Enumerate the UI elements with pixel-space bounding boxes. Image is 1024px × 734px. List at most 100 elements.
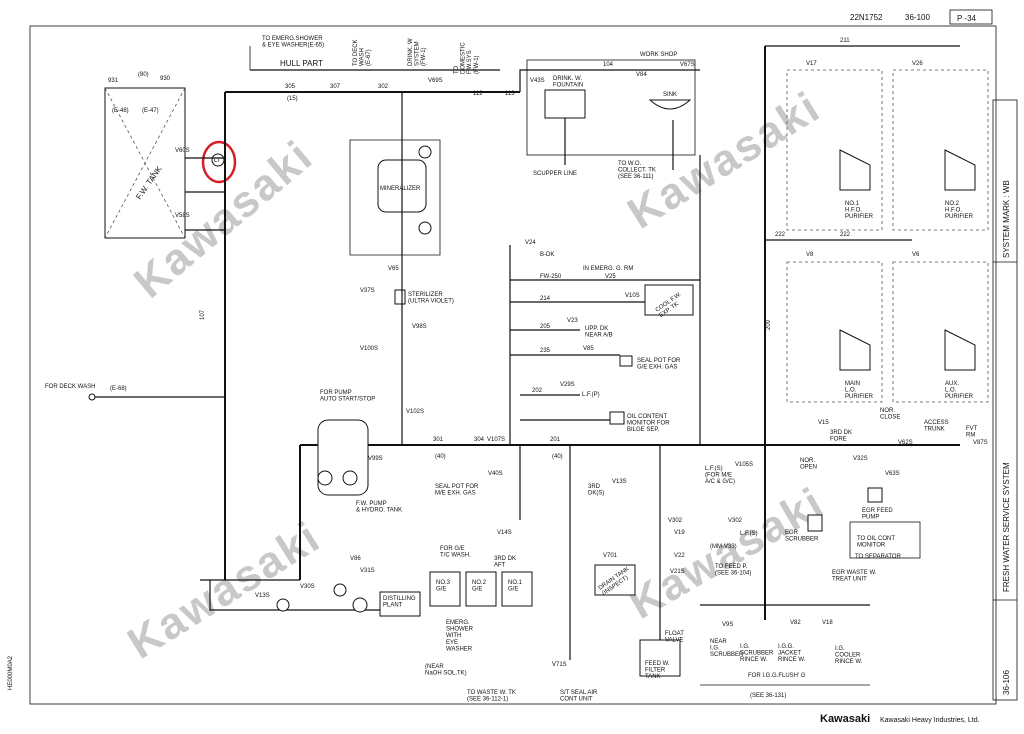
svg-text:211: 211 bbox=[840, 38, 850, 44]
svg-text:209: 209 bbox=[766, 319, 772, 330]
svg-text:TO FEED P.(SEE 36-104): TO FEED P.(SEE 36-104) bbox=[715, 564, 751, 577]
highlight-circle bbox=[201, 140, 237, 184]
svg-text:V100S: V100S bbox=[360, 346, 378, 352]
svg-text:104: 104 bbox=[603, 62, 614, 68]
svg-text:930: 930 bbox=[160, 76, 171, 82]
svg-text:V6: V6 bbox=[912, 252, 920, 258]
svg-text:V30S: V30S bbox=[300, 584, 315, 590]
system-name: FRESH WATER SERVICE SYSTEM bbox=[1002, 462, 1011, 592]
note-emerg-shower: TO EMERG.SHOWER& EYE WASHER(E-65) bbox=[262, 36, 324, 49]
svg-text:V32S: V32S bbox=[853, 456, 868, 462]
svg-text:(40): (40) bbox=[552, 454, 563, 460]
svg-text:V60S: V60S bbox=[175, 148, 190, 154]
note-to-deck: TO DECKWASH(E-67) bbox=[353, 39, 372, 66]
fw-pump-1 bbox=[317, 470, 333, 486]
drain-tank bbox=[594, 564, 636, 596]
note-domestic: TODOMESTICF.W.SYS(FW-1) bbox=[454, 42, 480, 74]
svg-text:V17: V17 bbox=[806, 61, 817, 67]
svg-text:V107S: V107S bbox=[487, 437, 505, 443]
purifier-aux-lo-area bbox=[892, 261, 989, 403]
svg-text:V22: V22 bbox=[674, 553, 685, 559]
svg-text:V86: V86 bbox=[350, 556, 361, 562]
svg-text:FW-250: FW-250 bbox=[540, 274, 562, 280]
ge-no3 bbox=[429, 571, 461, 607]
svg-text:F.W. PUMP& HYDRO. TANK: F.W. PUMP& HYDRO. TANK bbox=[356, 501, 402, 514]
svg-text:201: 201 bbox=[550, 437, 561, 443]
svg-text:NO.2G/E: NO.2G/E bbox=[472, 580, 487, 593]
svg-text:V25: V25 bbox=[605, 274, 616, 280]
system-mark: SYSTEM MARK : WB bbox=[1002, 180, 1011, 258]
svg-text:222: 222 bbox=[840, 232, 851, 238]
svg-text:(E-48): (E-48) bbox=[112, 108, 129, 114]
svg-text:202: 202 bbox=[532, 388, 543, 394]
svg-text:(15): (15) bbox=[287, 96, 298, 102]
svg-text:V67S: V67S bbox=[680, 62, 695, 68]
svg-text:MINERALIZER: MINERALIZER bbox=[380, 186, 421, 192]
svg-text:113: 113 bbox=[505, 91, 515, 97]
svg-text:214: 214 bbox=[540, 296, 551, 302]
svg-text:V9S: V9S bbox=[722, 622, 733, 628]
svg-text:(40): (40) bbox=[435, 454, 446, 460]
svg-text:V71S: V71S bbox=[552, 662, 567, 668]
svg-text:107: 107 bbox=[200, 309, 206, 320]
svg-text:304: 304 bbox=[474, 437, 485, 443]
svg-text:V58S: V58S bbox=[175, 213, 190, 219]
sterilizer bbox=[394, 289, 406, 305]
side-title-strip bbox=[992, 99, 1018, 701]
sink bbox=[648, 99, 692, 110]
sheet-border bbox=[29, 25, 997, 705]
svg-text:V99S: V99S bbox=[368, 456, 383, 462]
page-number: P -34 bbox=[957, 14, 977, 23]
svg-text:LI: LI bbox=[214, 158, 219, 164]
svg-text:V302: V302 bbox=[668, 518, 683, 524]
fw-pump-2 bbox=[342, 470, 358, 486]
svg-text:V31S: V31S bbox=[360, 568, 375, 574]
svg-text:V8: V8 bbox=[806, 252, 814, 258]
egr-feed-pump bbox=[867, 487, 883, 503]
svg-text:V82: V82 bbox=[790, 620, 801, 626]
svg-text:EGR WASTE W.TREAT UNIT: EGR WASTE W.TREAT UNIT bbox=[832, 570, 877, 583]
doc-number: 22N1752 bbox=[850, 13, 883, 22]
svg-text:SINK: SINK bbox=[663, 92, 677, 98]
section-number: 36-100 bbox=[905, 13, 930, 22]
svg-text:(E-47): (E-47) bbox=[142, 108, 159, 114]
svg-text:V85: V85 bbox=[583, 346, 594, 352]
bottom-ref: 36-106 bbox=[1002, 670, 1011, 695]
svg-text:FOR DECK WASH: FOR DECK WASH bbox=[45, 384, 95, 390]
svg-text:V13S: V13S bbox=[255, 593, 270, 599]
svg-text:V19: V19 bbox=[674, 530, 685, 536]
svg-text:V102S: V102S bbox=[406, 409, 424, 415]
aux-lo-purifier: AUX.L.O.PURIFIER bbox=[945, 381, 974, 400]
footer-brand: Kawasaki bbox=[820, 713, 870, 725]
svg-text:112: 112 bbox=[473, 91, 483, 97]
drink-fountain bbox=[544, 89, 586, 119]
svg-text:V63S: V63S bbox=[885, 471, 900, 477]
svg-text:L.F.(S)(FOR M/EA/C & G/C): L.F.(S)(FOR M/EA/C & G/C) bbox=[705, 466, 735, 485]
svg-text:V37S: V37S bbox=[360, 288, 375, 294]
svg-text:FOR I.G.G.FLUSH' G: FOR I.G.G.FLUSH' G bbox=[748, 673, 806, 679]
svg-text:V40S: V40S bbox=[488, 471, 503, 477]
svg-text:TO W.O.COLLECT. TK(SEE 36-111): TO W.O.COLLECT. TK(SEE 36-111) bbox=[618, 161, 656, 180]
svg-text:V29S: V29S bbox=[560, 382, 575, 388]
svg-text:V23: V23 bbox=[567, 318, 578, 324]
svg-text:(E-68): (E-68) bbox=[110, 386, 127, 392]
ge-no2 bbox=[465, 571, 497, 607]
note-drink: DRINK. WSYSTEM(FW-1) bbox=[408, 38, 427, 66]
svg-text:302: 302 bbox=[378, 84, 389, 90]
svg-text:V24: V24 bbox=[525, 240, 536, 246]
